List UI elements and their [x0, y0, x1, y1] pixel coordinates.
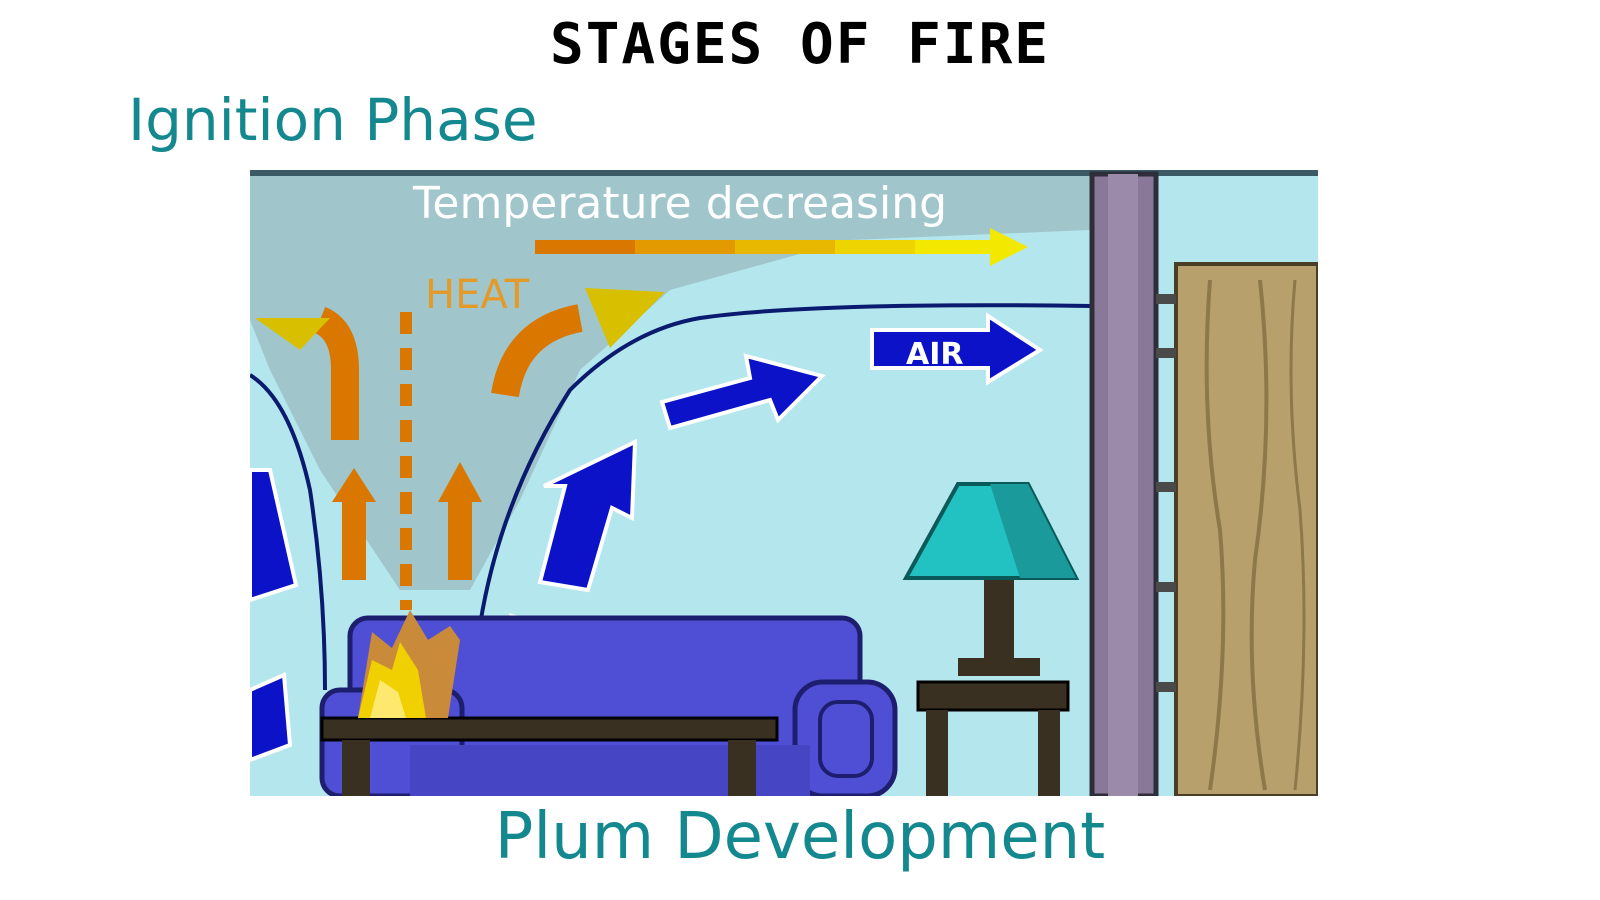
door-hinges [1156, 294, 1176, 692]
air-arrow-upper-right [659, 353, 826, 431]
side-table [916, 680, 1070, 796]
air-arrow-left-lower [248, 672, 293, 763]
heat-arrow-up-left [332, 468, 376, 580]
door-icon [1174, 262, 1320, 798]
temperature-label: Temperature decreasing [412, 178, 947, 229]
coffee-table [320, 716, 779, 796]
phase-heading: Ignition Phase [128, 86, 538, 154]
room-scene: Temperature decreasing HEAT [248, 170, 1320, 800]
temperature-gradient-arrow [535, 228, 1028, 266]
wall-post [1089, 171, 1159, 799]
air-label: AIR [906, 337, 963, 372]
air-arrow-left-upper [248, 468, 299, 603]
air-arrow-label [870, 312, 1044, 386]
lamp-icon [902, 482, 1080, 676]
heat-arrow-right-curved [491, 304, 583, 398]
sofa-icon [319, 615, 898, 799]
heat-arrow-left-head [255, 318, 330, 350]
diagram-title: STAGES OF FIRE [549, 12, 1050, 77]
heat-arrow-up-right [438, 462, 482, 580]
heat-arrow-right-head [585, 288, 665, 348]
heat-label: HEAT [425, 272, 530, 318]
diagram-footer: Plum Development [494, 800, 1106, 874]
ceiling-line [250, 170, 1318, 176]
airflow-curve-left [248, 373, 327, 691]
air-arrow-rising [537, 438, 638, 593]
airflow-curve-outer [478, 303, 1093, 626]
fire-icon [358, 610, 460, 718]
